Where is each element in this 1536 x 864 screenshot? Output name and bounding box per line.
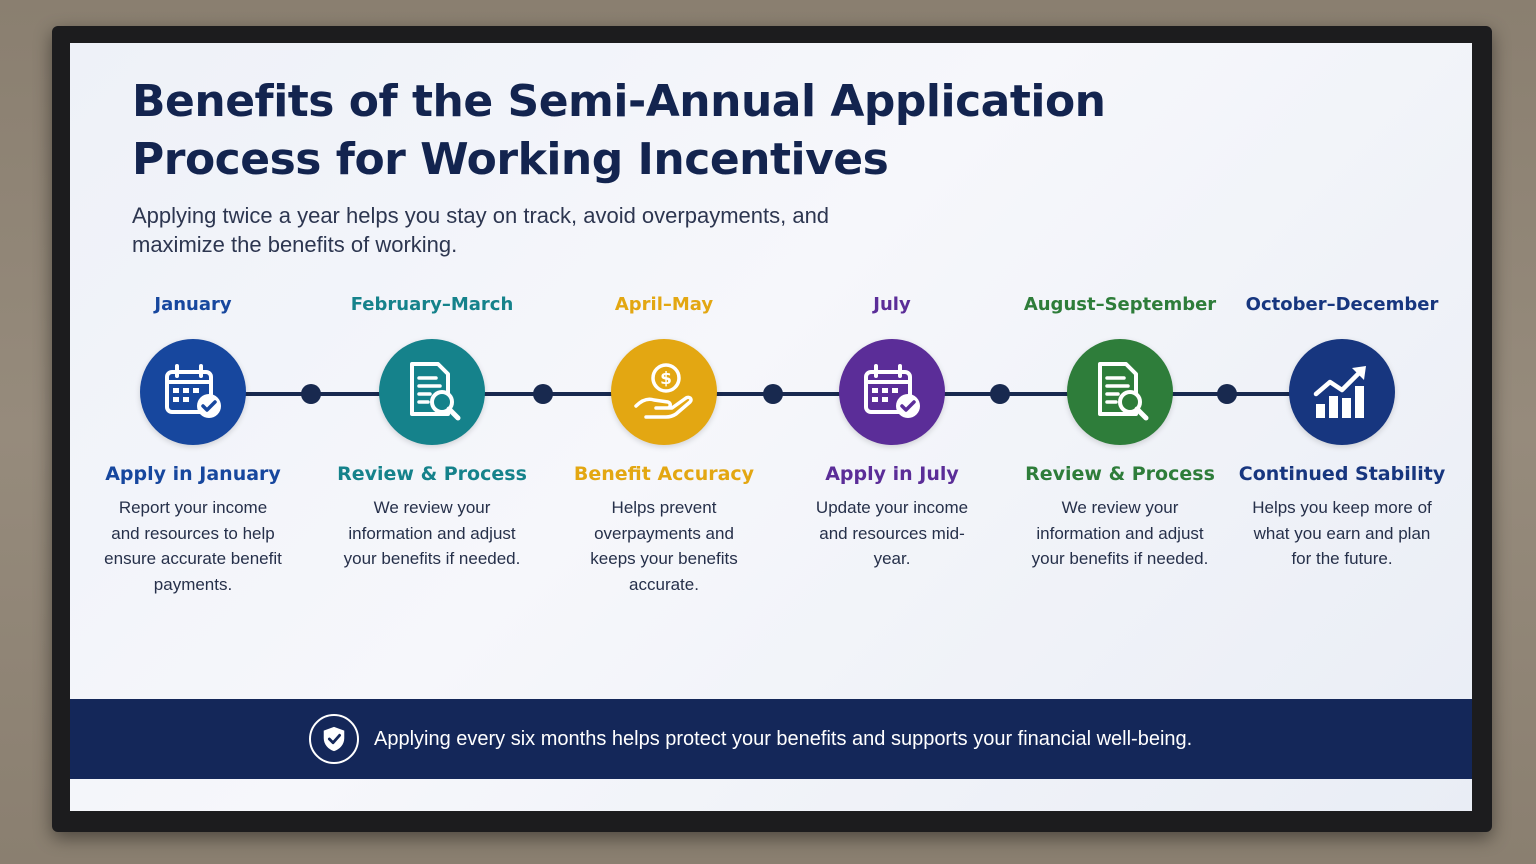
timeline-step-october-december: October–December Continued Stability Hel… [1232, 293, 1452, 572]
timeline-dot [990, 384, 1010, 404]
footer-banner: Applying every six months helps protect … [70, 699, 1472, 779]
step-period: January [154, 294, 232, 315]
step-period: July [873, 294, 911, 315]
step-description: We review your information and adjust yo… [1031, 498, 1209, 568]
step-icon-circle: $ [611, 339, 717, 445]
step-icon-circle [379, 339, 485, 445]
step-title: Review & Process [1025, 463, 1215, 485]
page-subtitle: Applying twice a year helps you stay on … [132, 203, 830, 257]
step-period: August–September [1023, 294, 1217, 315]
step-icon-circle [839, 339, 945, 445]
timeline-step-february-march: February–March Review & Process We revie… [322, 293, 542, 572]
banner-icon-circle [309, 714, 359, 764]
growth-chart-icon [1313, 366, 1366, 418]
timeline-dot [763, 384, 783, 404]
step-title: Review & Process [337, 463, 527, 485]
step-icon-circle [1067, 339, 1173, 445]
document-search-icon [1098, 362, 1149, 421]
step-icon-circle [1289, 339, 1395, 445]
step-period: February–March [350, 294, 514, 315]
step-icon-circle [140, 339, 246, 445]
shield-check-icon [323, 726, 345, 752]
step-title: Apply in January [105, 463, 281, 485]
step-description: We review your information and adjust yo… [343, 498, 521, 568]
step-title: Apply in July [825, 463, 959, 485]
step-description: Update your income and resources mid-yea… [815, 498, 969, 568]
timeline-dot [533, 384, 553, 404]
step-description: Report your income and resources to help… [104, 498, 282, 594]
step-description: Helps you keep more of what you earn and… [1252, 498, 1432, 568]
calendar-check-icon [864, 364, 920, 418]
timeline-step-january: January Apply in January Report your inc… [83, 293, 303, 597]
timeline-dot [1217, 384, 1237, 404]
step-period: October–December [1245, 294, 1439, 315]
timeline-step-july: July Apply in July Update your income an… [782, 293, 1002, 572]
page-title: Benefits of the Semi-Annual Application … [132, 76, 1106, 185]
timeline-dot [301, 384, 321, 404]
banner-text: Applying every six months helps protect … [374, 727, 1193, 750]
calendar-check-icon [165, 364, 221, 418]
document-search-icon [410, 362, 461, 421]
step-period: April–May [614, 294, 714, 315]
display-screen: Benefits of the Semi-Annual Application … [70, 43, 1472, 811]
timeline-step-august-september: August–September Review & Process We rev… [1010, 293, 1230, 572]
step-title: Benefit Accuracy [573, 463, 755, 485]
timeline-step-april-may: April–May $ Benefit Accuracy Helps preve… [554, 293, 774, 597]
hand-dollar-icon: $ [634, 363, 693, 419]
step-description: Helps prevent overpayments and keeps you… [590, 498, 738, 594]
svg-text:$: $ [660, 369, 672, 389]
step-title: Continued Stability [1238, 463, 1446, 485]
